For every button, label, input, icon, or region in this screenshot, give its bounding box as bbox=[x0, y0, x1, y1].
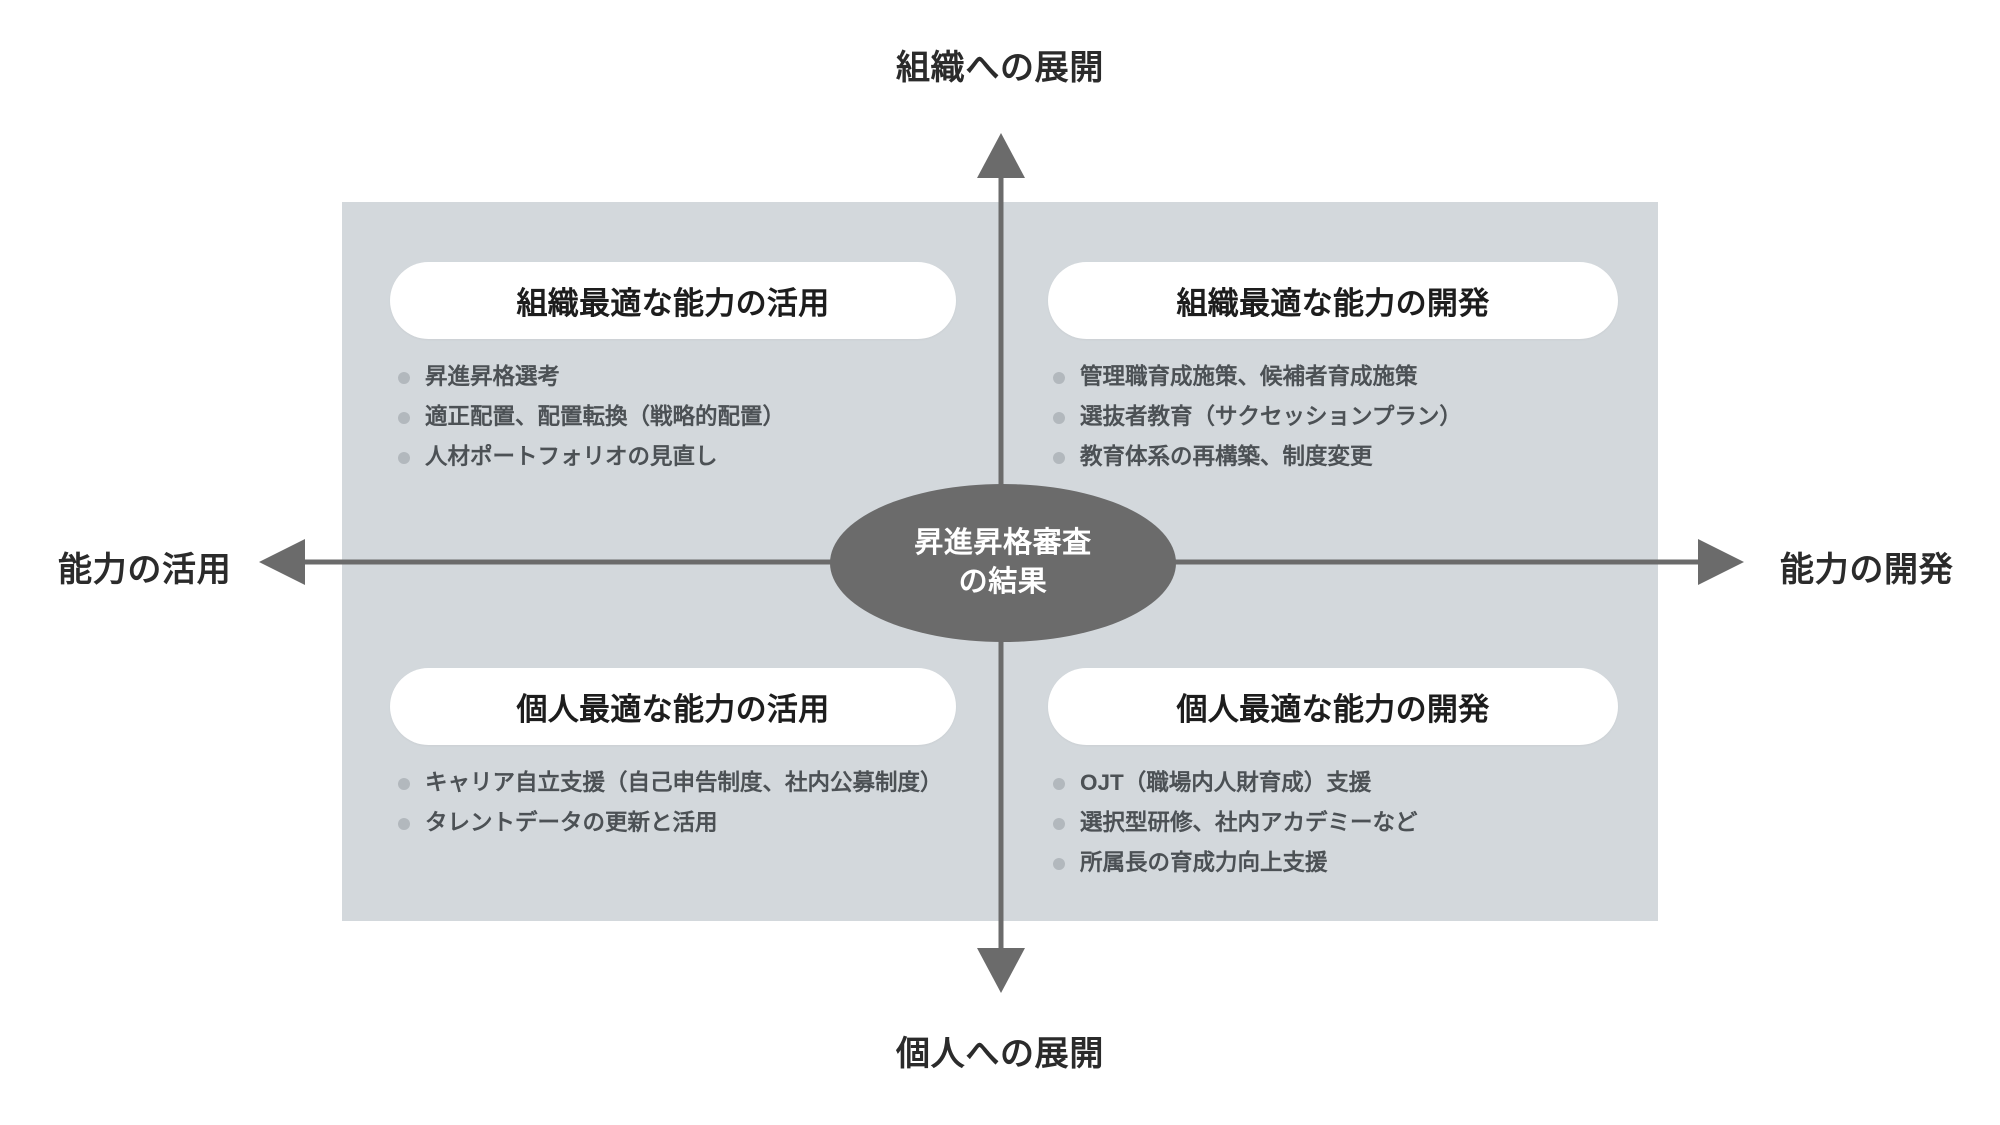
arrow-head-up bbox=[977, 133, 1025, 178]
quadrant-title-card: 個人最適な能力の活用 bbox=[390, 668, 956, 745]
axis-label-bottom: 個人への展開 bbox=[895, 1035, 1105, 1073]
list-item: 選択型研修、社内アカデミーなど bbox=[1048, 807, 1618, 839]
center-node-line-2: の結果 bbox=[958, 566, 1048, 598]
quadrant-title-card: 組織最適な能力の開発 bbox=[1048, 262, 1618, 339]
quadrant-title-card: 個人最適な能力の開発 bbox=[1048, 668, 1618, 745]
axis-label-top: 組織への展開 bbox=[895, 49, 1105, 87]
arrow-head-left bbox=[259, 539, 305, 585]
quadrant-title: 組織最適な能力の開発 bbox=[1176, 286, 1490, 321]
list-item: 所属長の育成力向上支援 bbox=[1048, 847, 1618, 879]
center-node: 昇進昇格審査 の結果 bbox=[830, 484, 1176, 642]
quadrant-title: 個人最適な能力の開発 bbox=[1176, 692, 1490, 727]
quadrant-bullet-list: 管理職育成施策、候補者育成施策 選抜者教育（サクセッションプラン） 教育体系の再… bbox=[1048, 361, 1618, 473]
quadrant-top-right: 組織最適な能力の開発 管理職育成施策、候補者育成施策 選抜者教育（サクセッション… bbox=[1048, 262, 1618, 481]
arrow-head-down bbox=[977, 948, 1025, 993]
list-item: 教育体系の再構築、制度変更 bbox=[1048, 441, 1618, 473]
quadrant-bullet-list: OJT（職場内人財育成）支援 選択型研修、社内アカデミーなど 所属長の育成力向上… bbox=[1048, 767, 1618, 879]
quadrant-bottom-right: 個人最適な能力の開発 OJT（職場内人財育成）支援 選択型研修、社内アカデミーな… bbox=[1048, 668, 1618, 887]
quadrant-title: 個人最適な能力の活用 bbox=[516, 692, 830, 727]
list-item: 選抜者教育（サクセッションプラン） bbox=[1048, 401, 1618, 433]
list-item: 適正配置、配置転換（戦略的配置） bbox=[393, 401, 956, 433]
list-item: タレントデータの更新と活用 bbox=[393, 807, 956, 839]
quadrant-bottom-left: 個人最適な能力の活用 キャリア自立支援（自己申告制度、社内公募制度） タレントデ… bbox=[390, 668, 956, 847]
list-item: 管理職育成施策、候補者育成施策 bbox=[1048, 361, 1618, 393]
center-node-line-1: 昇進昇格審査 bbox=[914, 526, 1092, 559]
quadrant-bullet-list: 昇進昇格選考 適正配置、配置転換（戦略的配置） 人材ポートフォリオの見直し bbox=[393, 361, 956, 473]
list-item: 昇進昇格選考 bbox=[393, 361, 956, 393]
quadrant-bullet-list: キャリア自立支援（自己申告制度、社内公募制度） タレントデータの更新と活用 bbox=[393, 767, 956, 839]
list-item: 人材ポートフォリオの見直し bbox=[393, 441, 956, 473]
list-item: OJT（職場内人財育成）支援 bbox=[1048, 767, 1618, 799]
quadrant-top-left: 組織最適な能力の活用 昇進昇格選考 適正配置、配置転換（戦略的配置） 人材ポート… bbox=[390, 262, 956, 481]
arrow-head-right bbox=[1698, 539, 1744, 585]
axis-label-right: 能力の開発 bbox=[1780, 551, 1954, 589]
quadrant-title: 組織最適な能力の活用 bbox=[516, 286, 830, 321]
quadrant-title-card: 組織最適な能力の活用 bbox=[390, 262, 956, 339]
list-item: キャリア自立支援（自己申告制度、社内公募制度） bbox=[393, 767, 956, 799]
axis-label-left: 能力の活用 bbox=[58, 551, 232, 589]
